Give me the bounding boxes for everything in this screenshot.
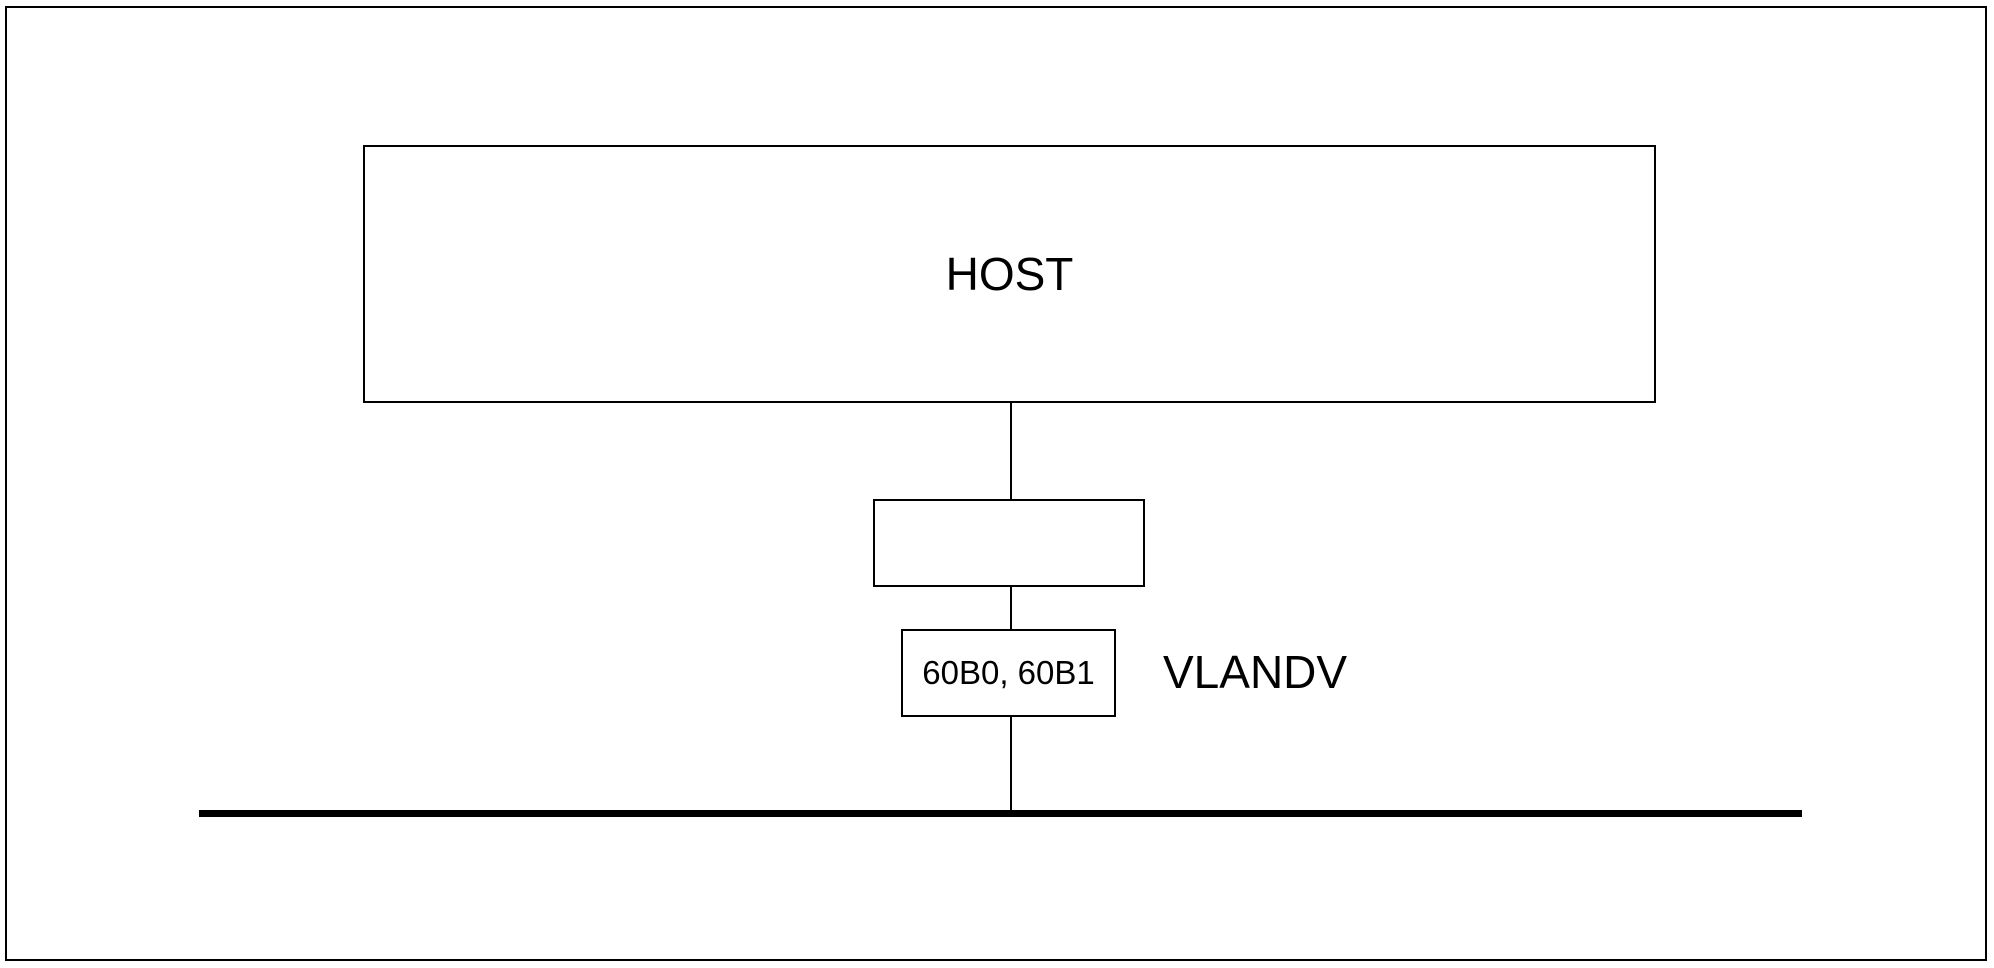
network-adapter-box [873, 499, 1145, 587]
device-address-box: 60B0, 60B1 [901, 629, 1116, 717]
vswitch-label: VLANDV [1163, 646, 1348, 698]
host-to-adapter-connector [1010, 403, 1012, 499]
host-label: HOST [945, 248, 1074, 300]
diagram-frame [5, 6, 1987, 961]
lan-segment-line [199, 810, 1802, 817]
device-to-lan-connector [1010, 717, 1012, 812]
host-box: HOST [363, 145, 1656, 403]
device-address-label: 60B0, 60B1 [922, 654, 1095, 691]
adapter-to-device-connector [1010, 587, 1012, 629]
